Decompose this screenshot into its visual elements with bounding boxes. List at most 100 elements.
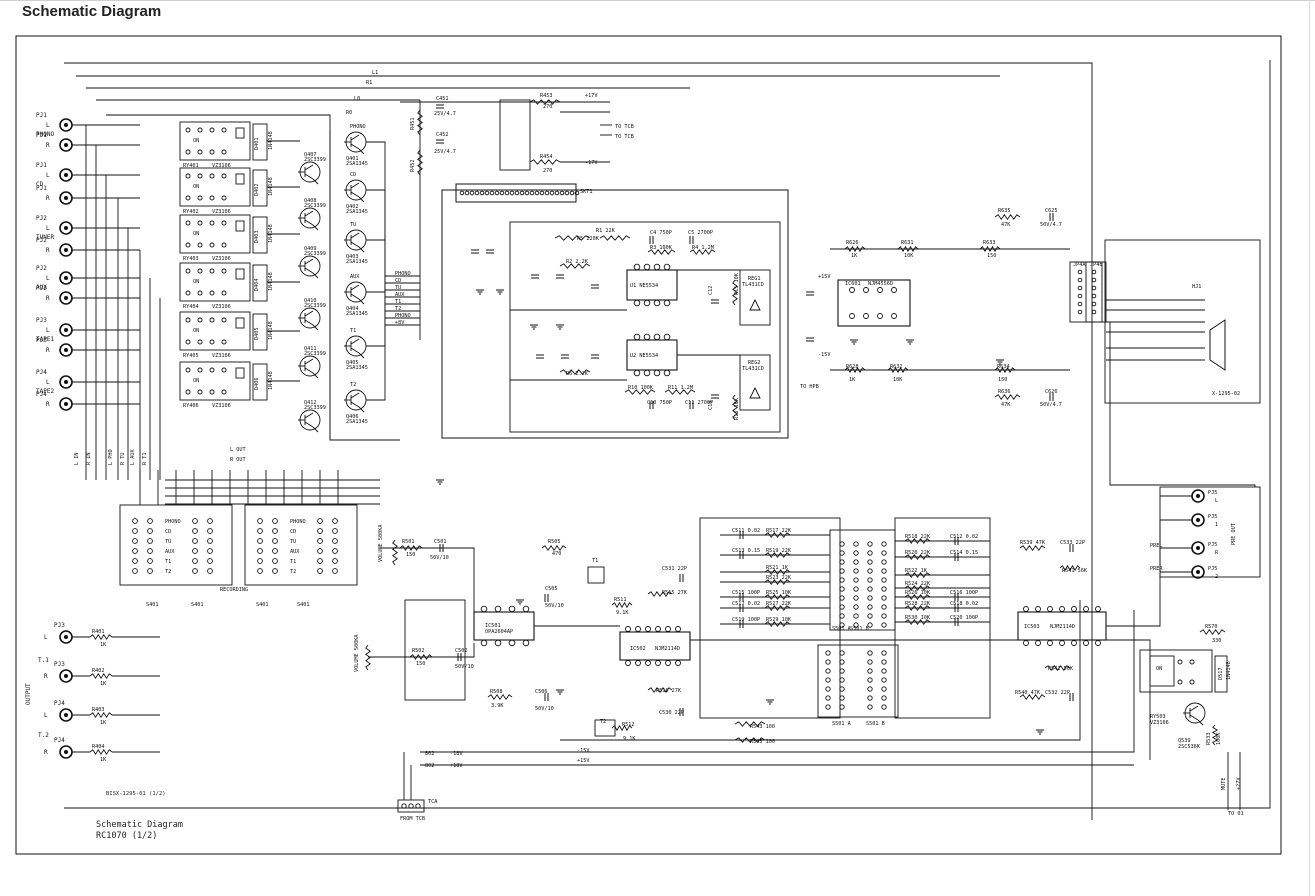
ic-pin [1071, 606, 1077, 612]
recording-switch-left [119, 504, 233, 586]
output-resistor [89, 672, 113, 680]
diode-ref: D402 [254, 184, 260, 197]
bus-label: L0 [354, 96, 360, 102]
input-source-name: PHONO [36, 131, 54, 138]
conn-pin [408, 803, 414, 809]
pnp-part: 2SA1345 [346, 419, 368, 425]
ry503-frame [1139, 649, 1213, 693]
switch-contact [867, 550, 873, 556]
ic-u2 [643, 333, 651, 341]
switch-contact [867, 686, 873, 692]
pnp-ref: Q403 [346, 254, 359, 260]
rec-switch-label: T2 [290, 569, 296, 575]
diode-box [252, 123, 268, 161]
label-text: C532 22P [1045, 690, 1070, 696]
switch-contact [192, 528, 198, 534]
relay-part: VZ3106 [212, 256, 231, 262]
relay-contact [1189, 659, 1195, 665]
relay-contact [221, 317, 227, 323]
tone-resistor [904, 605, 931, 611]
conn-pin [1077, 309, 1083, 315]
input-bus-label: L PHO [108, 449, 114, 465]
label-text: R501 [402, 539, 415, 545]
ic-pin [1023, 606, 1029, 612]
relay-box [179, 311, 251, 351]
ic-pin [655, 660, 661, 666]
relay-contact [209, 242, 215, 248]
skt1-ref: SKT1 [580, 189, 593, 195]
switch-contact [853, 559, 859, 565]
switch-contact [147, 538, 153, 544]
ic-u2 [643, 369, 651, 377]
label-text: 47K [1001, 402, 1011, 408]
switch-contact [881, 577, 887, 583]
ic-pin [494, 605, 502, 613]
resistor-r631 [897, 245, 919, 253]
conn-pin [1091, 293, 1097, 299]
input-jack-ref: PJ1 [36, 185, 47, 192]
preout-jack [1196, 494, 1200, 498]
diode-ref: D403 [254, 231, 260, 244]
rec-switch-label: CD [165, 529, 171, 535]
input-jack-ch: L [46, 327, 50, 334]
input-jack-ref: PJ1 [36, 112, 47, 119]
label-text: C506 [535, 689, 548, 695]
label-text: 3.9K [491, 703, 504, 709]
relay-contact [1177, 679, 1183, 685]
output-jack-ref: PJ3 [54, 661, 65, 668]
volume-pot: VOLUME 500KA [378, 524, 384, 562]
relay-contact [185, 220, 191, 226]
resistor-r11 [664, 389, 696, 395]
ic-pin [1059, 640, 1065, 646]
pnp-transistor [350, 284, 360, 291]
control-bus-label: +8V [395, 320, 404, 326]
npn-transistor [304, 358, 314, 365]
ic-u1 [653, 263, 661, 271]
tone-resistor [904, 538, 931, 544]
switch-contact [853, 586, 859, 592]
ic-pin [508, 605, 516, 613]
switch-s501-b-frame [817, 644, 899, 718]
label-text: -18V [450, 751, 463, 757]
relay-contact [209, 389, 215, 395]
ic-pin [675, 660, 681, 666]
relay-coil [235, 367, 245, 379]
control-bus-label: CD [395, 278, 401, 284]
board-code: BISX-1295-01 (1/2) [106, 791, 166, 797]
relay-contact [209, 173, 215, 179]
label-text: 50V/10 [455, 664, 474, 670]
diode-part: 1N4148 [268, 321, 274, 340]
switch-contact [881, 559, 887, 565]
input-jack [59, 397, 73, 411]
resistor-r626 [844, 245, 866, 253]
input-bus-label: R T1 [142, 453, 148, 466]
label-text: R529 10K [766, 617, 792, 623]
relay-coil [1149, 655, 1175, 687]
ic-pin [625, 626, 631, 632]
label-text: R5 220K [577, 236, 600, 242]
label-text: R6 2.2K [566, 371, 589, 377]
label-text: R454 [540, 154, 553, 160]
label-text: +17V [585, 93, 598, 99]
input-jack-ref: PJ2 [36, 237, 47, 244]
label-text: 9.1K [616, 610, 629, 616]
label-text: TL431CD [742, 282, 764, 288]
input-jack [64, 348, 68, 352]
label-text: R528 22K [905, 601, 931, 607]
switch-contact [867, 613, 873, 619]
relay-on-label: ON [193, 378, 199, 384]
ic-u1 [653, 299, 661, 307]
label-text: R10 100K [628, 385, 654, 391]
npn-transistor [304, 412, 314, 419]
ic-pin [480, 605, 488, 613]
ic-u1 [633, 263, 641, 271]
switch-contact [317, 518, 323, 524]
recording-label: RECORDING [220, 587, 248, 593]
label-text: R633 [983, 240, 996, 246]
label-text: TO HPB [800, 384, 819, 390]
skt1-pin [519, 190, 525, 196]
relay-contact [221, 290, 227, 296]
switch-contact [881, 677, 887, 683]
output-jack [59, 745, 73, 759]
resistor-r516 [647, 687, 673, 693]
